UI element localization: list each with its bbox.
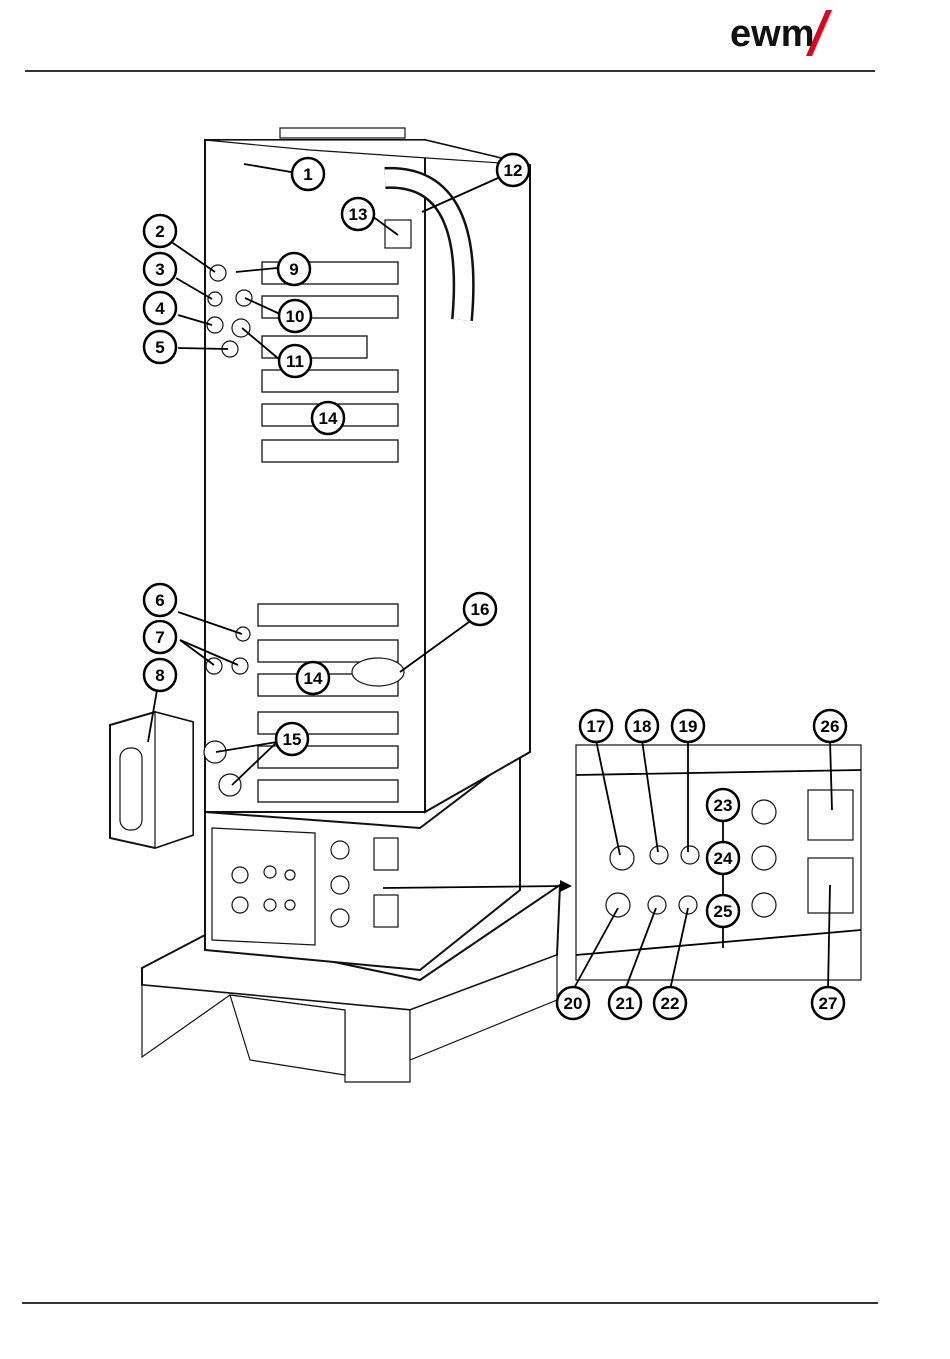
callout-8: 8 bbox=[144, 659, 176, 691]
callout-3: 3 bbox=[144, 253, 176, 285]
callout-9-label: 9 bbox=[289, 260, 298, 279]
callout-4: 4 bbox=[144, 292, 176, 324]
callout-14a: 14 bbox=[312, 402, 344, 434]
callout-2: 2 bbox=[144, 215, 176, 247]
callout-18: 18 bbox=[626, 710, 658, 742]
callout-25-label: 25 bbox=[714, 902, 733, 921]
callout-7: 7 bbox=[144, 621, 176, 653]
callout-14b: 14 bbox=[297, 662, 329, 694]
callout-26: 26 bbox=[814, 710, 846, 742]
callout-26-label: 26 bbox=[821, 717, 840, 736]
callout-15-label: 15 bbox=[283, 730, 302, 749]
callout-25: 25 bbox=[707, 895, 739, 927]
callout-23: 23 bbox=[707, 789, 739, 821]
callout-1: 1 bbox=[292, 158, 324, 190]
callout-18-label: 18 bbox=[633, 717, 652, 736]
callout-13-label: 13 bbox=[349, 205, 368, 224]
callout-27-label: 27 bbox=[819, 994, 838, 1013]
callout-7-label: 7 bbox=[155, 628, 164, 647]
callout-6-label: 6 bbox=[155, 591, 164, 610]
callout-21-label: 21 bbox=[616, 994, 635, 1013]
callout-20: 20 bbox=[557, 987, 589, 1019]
callout-23-label: 23 bbox=[714, 796, 733, 815]
callout-2-label: 2 bbox=[155, 222, 164, 241]
callout-15: 15 bbox=[276, 723, 308, 755]
callout-5: 5 bbox=[144, 331, 176, 363]
callout-13: 13 bbox=[342, 198, 374, 230]
callout-22-label: 22 bbox=[661, 994, 680, 1013]
callout-1-label: 1 bbox=[303, 165, 312, 184]
cabinet bbox=[204, 128, 530, 812]
callout-8-label: 8 bbox=[155, 666, 164, 685]
callout-21: 21 bbox=[609, 987, 641, 1019]
callout-17: 17 bbox=[580, 710, 612, 742]
callout-14a-label: 14 bbox=[319, 409, 338, 428]
callout-11: 11 bbox=[279, 345, 311, 377]
callout-14b-label: 14 bbox=[304, 669, 323, 688]
callout-9: 9 bbox=[278, 253, 310, 285]
callout-19: 19 bbox=[672, 710, 704, 742]
callout-22: 22 bbox=[654, 987, 686, 1019]
callout-11-label: 11 bbox=[286, 352, 304, 371]
callout-24: 24 bbox=[707, 842, 739, 874]
callout-19-label: 19 bbox=[679, 717, 698, 736]
callout-24-label: 24 bbox=[714, 849, 733, 868]
callout-27: 27 bbox=[812, 987, 844, 1019]
callout-10-label: 10 bbox=[286, 307, 305, 326]
callout-10: 10 bbox=[279, 300, 311, 332]
callout-17-label: 17 bbox=[587, 717, 606, 736]
callout-3-label: 3 bbox=[155, 260, 164, 279]
bracket bbox=[110, 712, 193, 848]
callout-4-label: 4 bbox=[155, 299, 165, 318]
callout-5-label: 5 bbox=[155, 338, 164, 357]
callout-12-label: 12 bbox=[504, 161, 523, 180]
callout-12: 12 bbox=[497, 154, 529, 186]
callout-16: 16 bbox=[464, 593, 496, 625]
callout-20-label: 20 bbox=[564, 994, 583, 1013]
callout-16-label: 16 bbox=[471, 600, 490, 619]
callout-6: 6 bbox=[144, 584, 176, 616]
